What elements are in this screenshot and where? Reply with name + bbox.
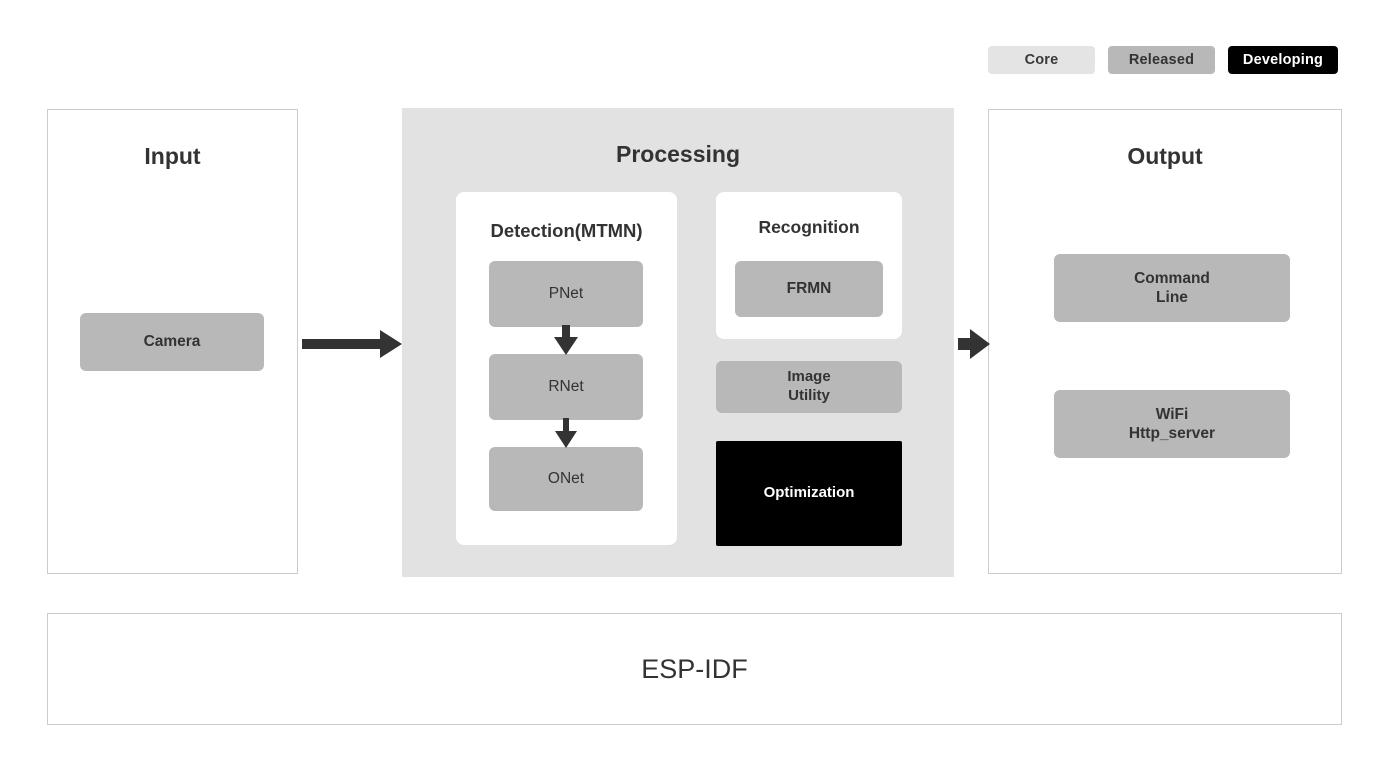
arrow-right-icon-processing-to-output — [958, 325, 991, 368]
legend-label-released: Released — [1128, 52, 1195, 68]
legend-chip-released: Released — [1108, 46, 1215, 74]
node-command-line: Command Line — [1054, 254, 1290, 322]
node-rnet: RNet — [489, 354, 643, 420]
node-wifi-http-server: WiFi Http_server — [1054, 390, 1290, 458]
node-optimization: Optimization — [716, 441, 902, 546]
legend-label-developing: Developing — [1242, 52, 1324, 68]
detection-card-title: Detection(MTMN) — [490, 220, 643, 241]
node-pnet: PNet — [489, 261, 643, 327]
arrow-down-icon-pnet-to-rnet — [552, 325, 580, 361]
legend-chip-developing: Developing — [1228, 46, 1338, 74]
node-frmn: FRMN — [735, 261, 883, 317]
output-panel: Output — [988, 109, 1342, 574]
legend-chip-core: Core — [988, 46, 1095, 74]
processing-panel-title: Processing — [616, 141, 740, 167]
arrow-down-icon-rnet-to-onet — [552, 418, 580, 454]
node-onet: ONet — [489, 447, 643, 511]
legend: Core Released Developing — [988, 46, 1338, 74]
output-panel-title: Output — [1127, 143, 1203, 169]
recognition-card-title: Recognition — [758, 217, 860, 237]
arrow-right-icon-input-to-processing — [302, 325, 403, 368]
esp-idf-panel: ESP-IDF — [47, 613, 1342, 725]
legend-label-core: Core — [1024, 52, 1059, 68]
esp-idf-label: ESP-IDF — [641, 654, 748, 684]
input-panel-title: Input — [144, 143, 201, 169]
node-camera: Camera — [80, 313, 264, 371]
node-image-utility: Image Utility — [716, 361, 902, 413]
